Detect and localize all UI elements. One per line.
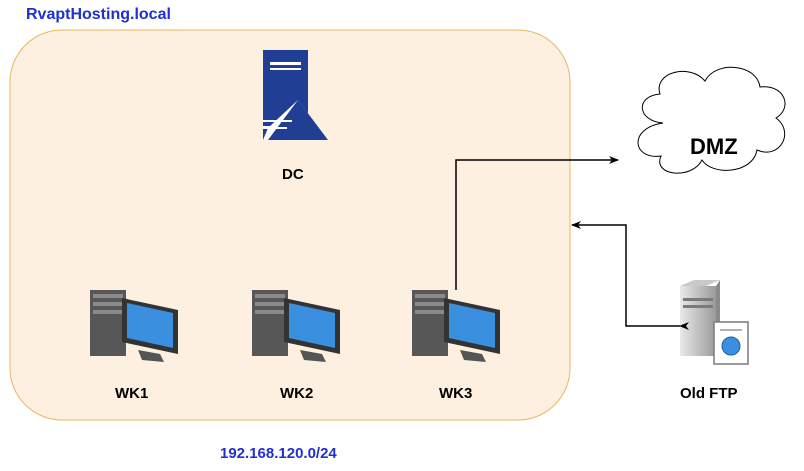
wk1-label: WK1 [115, 385, 149, 402]
domain-title: RvaptHosting.local [26, 6, 171, 23]
wk2-label: WK2 [280, 385, 314, 402]
cloud-icon [637, 66, 786, 174]
wk3-to-dmz-connector [455, 156, 619, 290]
dc-label: DC [282, 166, 304, 183]
dmz-label: DMZ [690, 134, 738, 159]
subnet-label: 192.168.120.0/24 [220, 445, 337, 462]
workstation-icon-wk3 [412, 290, 500, 362]
workstation-icon-wk1 [90, 290, 178, 362]
ftp-to-domain-connector [571, 221, 689, 330]
server-icon [263, 50, 328, 140]
wk3-label: WK3 [439, 385, 473, 402]
workstation-icon-wk2 [252, 290, 340, 362]
ftp-label: Old FTP [680, 385, 738, 402]
ftp-server-icon [680, 280, 749, 365]
